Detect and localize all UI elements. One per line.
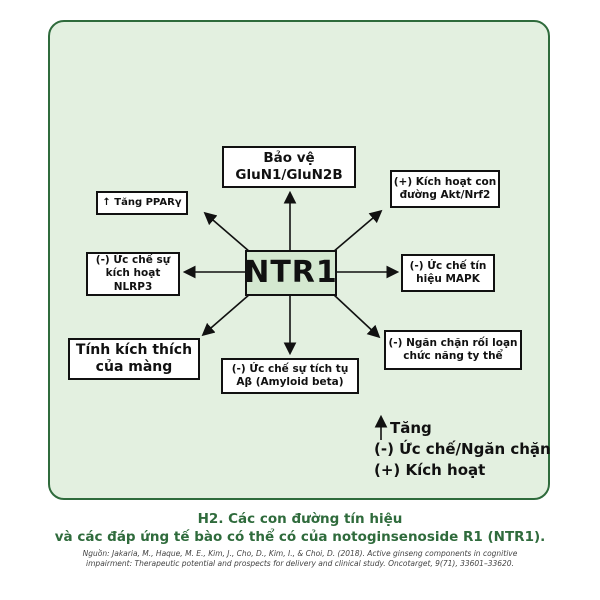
caption-line-2: và các đáp ứng tế bào có thể có của noto… bbox=[54, 529, 546, 545]
node-mitochondria: (-) Ngăn chặn rối loạn chức năng ty thể bbox=[384, 330, 522, 370]
node-ppar: ↑ Tăng PPARγ bbox=[96, 191, 188, 215]
node-membrane: Tính kích thích của màng bbox=[68, 338, 200, 380]
legend: Tăng (-) Ức chế/Ngăn chặn (+) Kích hoạt bbox=[374, 418, 551, 481]
node-mapk: (-) Ức chế tín hiệu MAPK bbox=[401, 254, 495, 292]
arrow-ppar bbox=[203, 211, 251, 253]
center-node: NTR1 bbox=[244, 250, 337, 296]
node-akt-nrf2: (+) Kích hoạt con đường Akt/Nrf2 bbox=[390, 170, 500, 208]
legend-activate: (+) Kích hoạt bbox=[374, 461, 486, 479]
node-amyloid: (-) Ức chế sự tích tụ Aβ (Amyloid beta) bbox=[221, 358, 359, 394]
legend-increase: Tăng bbox=[390, 419, 432, 437]
arrow-akt bbox=[332, 209, 383, 253]
arrow-membrane bbox=[201, 293, 251, 337]
arrow-mito bbox=[332, 293, 381, 339]
caption-line-1: H2. Các con đường tín hiệu bbox=[197, 511, 403, 527]
node-nlrp3: (-) Ức chế sự kích hoạt NLRP3 bbox=[86, 252, 180, 296]
node-glun-protection: Bảo vệ GluN1/GluN2B bbox=[222, 146, 356, 188]
source-line-2: impairment: Therapeutic potential and pr… bbox=[86, 559, 514, 568]
source-line-1: Nguồn: Jakaria, M., Haque, M. E., Kim, J… bbox=[82, 549, 518, 558]
legend-inhibit: (-) Ức chế/Ngăn chặn bbox=[374, 440, 551, 458]
